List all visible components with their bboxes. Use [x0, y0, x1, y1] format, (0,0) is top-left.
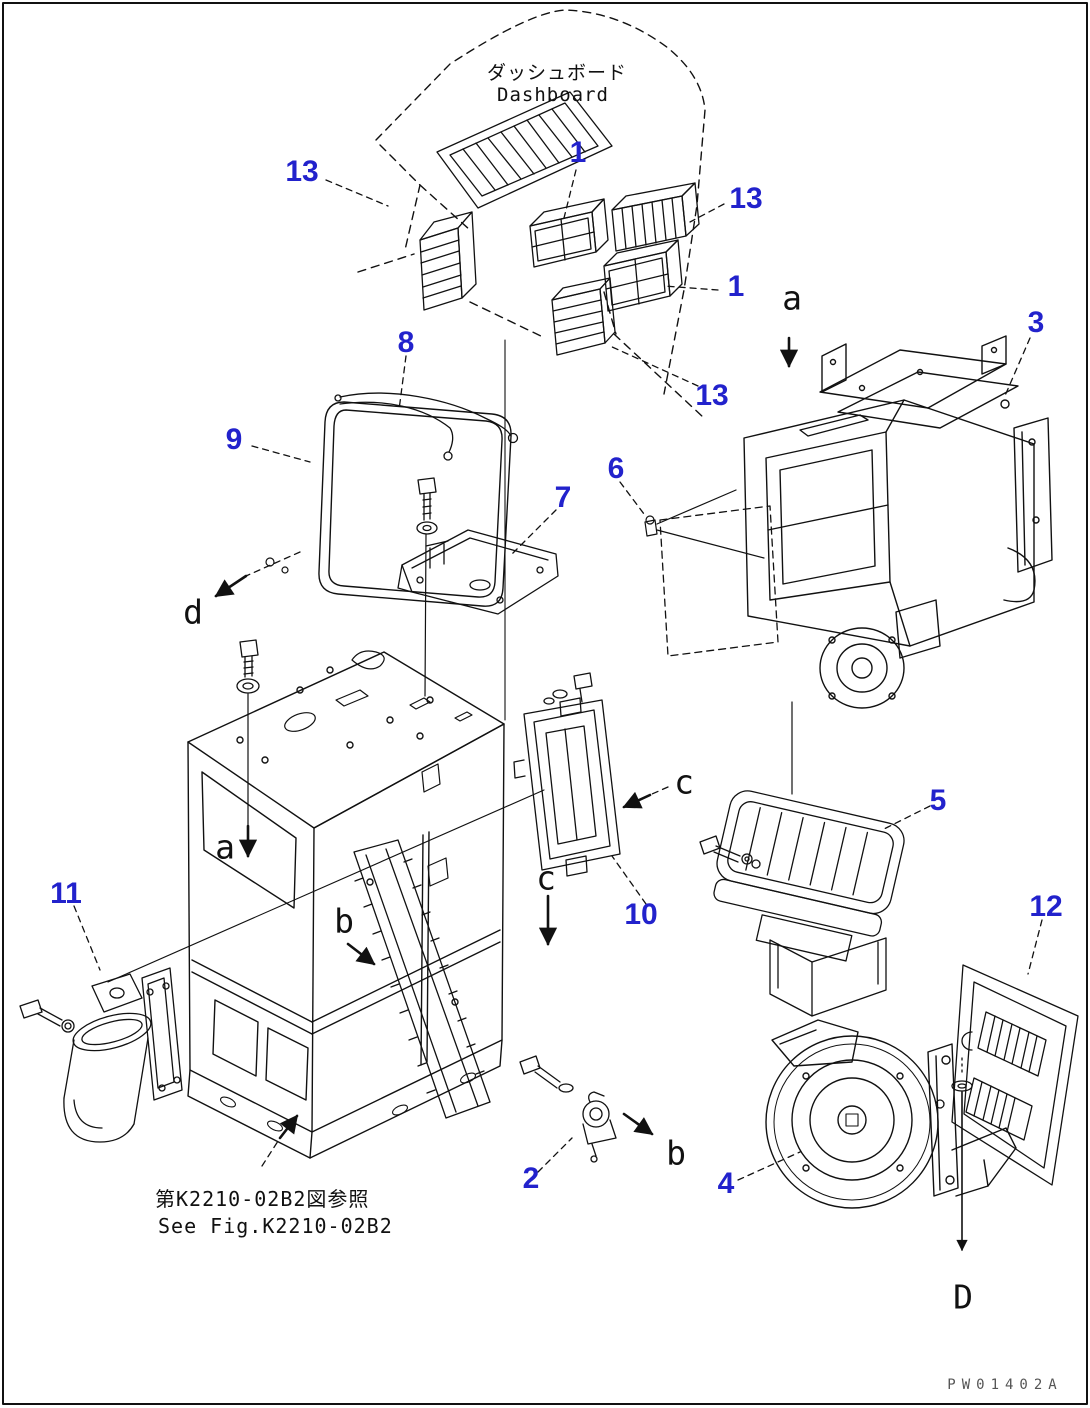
- dashboard-outline: [357, 9, 706, 419]
- misc-fasteners: [265, 557, 289, 574]
- section-letter-a: a: [782, 278, 802, 318]
- drawing-code: PW01402A: [947, 1377, 1063, 1393]
- see-fig-note-jp: 第K2210-02B2図参照: [155, 1187, 370, 1211]
- channel-bracket: [769, 937, 887, 1017]
- callout-11: 11: [50, 877, 82, 910]
- callout-3: 3: [1027, 306, 1045, 339]
- mounting-bolt-left: [236, 639, 260, 858]
- section-letter-c: c: [536, 858, 556, 898]
- callout-4: 4: [717, 1167, 735, 1200]
- heater-box: [187, 650, 505, 1159]
- callout-13: 13: [285, 155, 319, 188]
- callout-13: 13: [729, 182, 763, 215]
- vent-louver-bottom-13: [551, 277, 616, 356]
- section-letter-b: b: [334, 901, 354, 941]
- diagonal-duct: [353, 839, 491, 1119]
- section-letter-c: c: [674, 762, 694, 802]
- elbow-duct-11: [19, 789, 545, 1143]
- callout-10: 10: [624, 898, 658, 931]
- section-letter-d: d: [183, 592, 203, 632]
- callout-6: 6: [607, 452, 625, 485]
- gasket-frame-9: [318, 401, 512, 607]
- vent-grille-center-1: [529, 198, 609, 268]
- section-letter-a: a: [215, 827, 235, 867]
- tray-5: [713, 701, 905, 962]
- mounting-bolt-bracket7: [416, 477, 438, 697]
- callout-12: 12: [1029, 890, 1063, 923]
- tray-bolt: [699, 835, 761, 869]
- dashboard-vent-recess: [436, 91, 613, 209]
- filter-12: [951, 964, 1079, 1186]
- callout-7: 7: [554, 481, 572, 514]
- gasket-outline-dashed: [659, 505, 779, 657]
- filter-screws-d: [935, 1031, 973, 1252]
- panel-10: [513, 672, 621, 877]
- callout-9: 9: [225, 423, 243, 456]
- dashboard-label-jp: ダッシュボード: [486, 62, 628, 84]
- leader-lines: [73, 169, 1043, 1181]
- section-arrows: [214, 336, 799, 1140]
- dashboard-label-en: Dashboard: [497, 84, 609, 106]
- section-letter-D: D: [953, 1277, 973, 1317]
- clamp-2: [519, 1055, 617, 1163]
- ac-unit-3: [743, 335, 1053, 709]
- callout-1: 1: [569, 136, 587, 169]
- callout-8: 8: [397, 326, 415, 359]
- callout-1: 1: [727, 270, 745, 303]
- pin-6: [644, 489, 765, 559]
- callout-5: 5: [929, 784, 947, 817]
- section-letter-b: b: [666, 1133, 686, 1173]
- vent-louver-left-13: [419, 211, 477, 311]
- bracket-7: [397, 339, 559, 721]
- vent-louver-right-13: [611, 182, 700, 252]
- see-fig-note-en: See Fig.K2210-02B2: [158, 1214, 393, 1238]
- callout-2: 2: [522, 1162, 540, 1195]
- blower-4: [765, 1019, 1017, 1209]
- callout-13: 13: [695, 379, 729, 412]
